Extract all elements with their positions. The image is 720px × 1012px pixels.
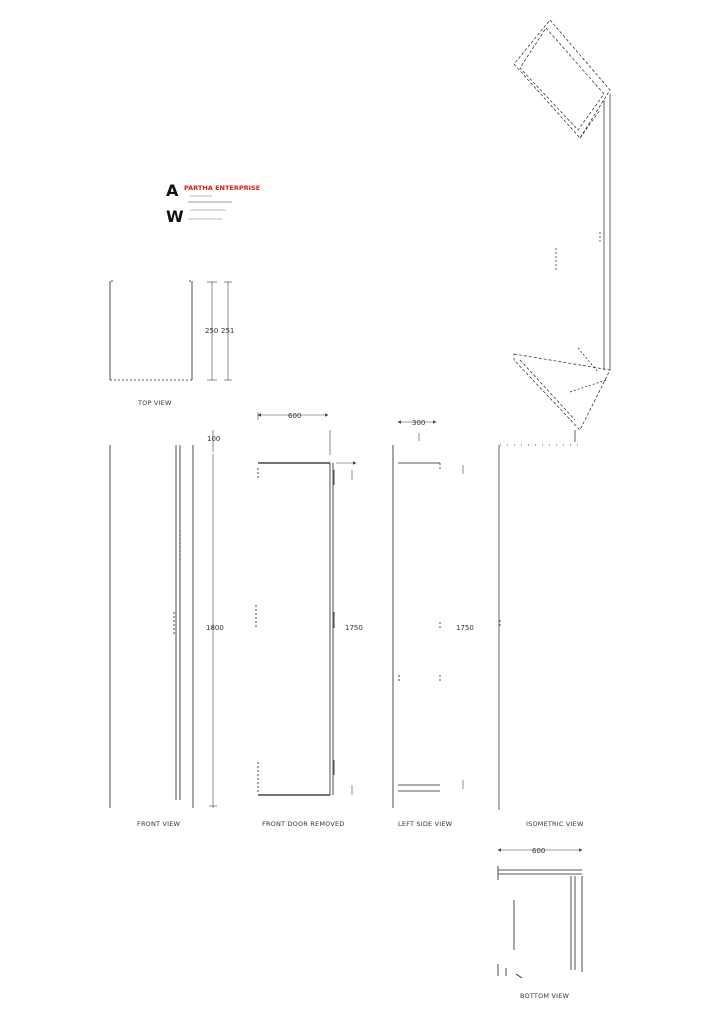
label-left-side-view: LEFT SIDE VIEW: [398, 820, 453, 828]
dim-front-plinth: 100: [207, 435, 220, 443]
front-view: [109, 430, 217, 808]
dim-door-height: 1750: [345, 624, 363, 632]
dim-bottom-width: 600: [532, 847, 545, 855]
logo-initial-top: A: [166, 181, 179, 200]
left-side-view: [392, 420, 464, 808]
bottom-view: [497, 848, 583, 979]
label-front-view: FRONT VIEW: [137, 820, 181, 828]
dim-front-height: 1800: [206, 624, 224, 632]
top-view: [109, 280, 232, 381]
front-door-removed-view: [255, 412, 357, 796]
isometric-view: [498, 19, 611, 810]
dim-side-height: 1750: [456, 624, 474, 632]
logo-initial-bottom: W: [166, 207, 184, 226]
company-logo: A W PARTHA ENTERPRISE: [166, 181, 260, 226]
label-top-view: TOP VIEW: [137, 399, 172, 407]
logo-company-name: PARTHA ENTERPRISE: [184, 184, 260, 192]
label-isometric-view: ISOMETRIC VIEW: [526, 820, 584, 828]
label-front-door-removed: FRONT DOOR REMOVED: [262, 820, 344, 828]
label-bottom-view: BOTTOM VIEW: [520, 992, 570, 1000]
dim-top-depth-ext: 251: [221, 327, 234, 335]
dim-door-width: 600: [288, 412, 301, 420]
dim-side-depth: 300: [412, 419, 425, 427]
dim-top-depth: 250: [205, 327, 218, 335]
